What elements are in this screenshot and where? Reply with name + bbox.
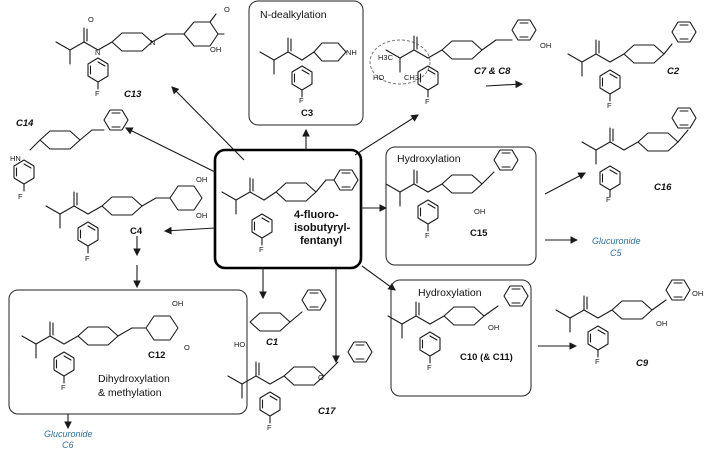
atom-f: F <box>425 97 430 106</box>
reaction-dihydroxylation: Dihydroxylation <box>98 373 170 385</box>
arrow-to-c7c8 <box>354 114 419 156</box>
structure-c16 <box>581 107 697 198</box>
glucuronide-c5-id: C5 <box>610 248 622 258</box>
structure-c10 <box>387 285 529 364</box>
atom-nh: NH <box>346 48 357 57</box>
atom-oh: OH <box>692 289 703 298</box>
atom-ch3: CH3 <box>404 73 419 82</box>
atom-hn: HN <box>10 154 21 163</box>
structure-c1 <box>249 289 327 332</box>
arrow-to-c14 <box>125 127 216 173</box>
arrow-to-c10 <box>361 265 396 291</box>
atom-f: F <box>267 423 272 432</box>
glucuronide-c6-id: C6 <box>62 440 74 450</box>
label-c9: C9 <box>636 358 649 369</box>
atom-oh: OH <box>540 41 551 50</box>
structure-parent <box>221 169 359 246</box>
label-c2: C2 <box>667 66 680 77</box>
structure-c2 <box>567 21 697 102</box>
atom-oh: OH <box>196 211 207 220</box>
reaction-n-dealkylation: N-dealkylation <box>260 9 327 21</box>
atom-o: O <box>224 5 230 14</box>
label-c1: C1 <box>266 337 278 348</box>
atom-f: F <box>299 96 304 105</box>
atom-oh: OH <box>488 323 499 332</box>
structure-c3 <box>259 37 347 98</box>
atom-f: F <box>259 245 264 254</box>
atom-f: F <box>427 363 432 372</box>
box-hydroxylation-c10 <box>390 279 532 397</box>
structure-c7c8 <box>369 19 537 98</box>
label-c16: C16 <box>654 182 672 193</box>
parent-name-line1: 4-fluoro- <box>294 209 339 221</box>
atom-f: F <box>61 383 66 392</box>
label-c15: C15 <box>470 228 488 239</box>
arrow-to-c2 <box>485 80 524 89</box>
label-c13: C13 <box>124 89 142 100</box>
atom-ho: HO <box>234 340 245 349</box>
structure-c12 <box>21 315 179 384</box>
atom-f: F <box>607 101 612 110</box>
parent-name: 4-fluoro- isobutyryl- fentanyl <box>294 209 351 247</box>
atom-f: F <box>425 231 430 240</box>
structure-c14 <box>13 109 129 192</box>
arrow-to-c16 <box>544 172 586 195</box>
atom-f: F <box>606 195 611 204</box>
glucuronide-c5: Glucuronide <box>592 236 641 246</box>
structure-c17 <box>227 341 373 424</box>
atom-f: F <box>85 254 90 263</box>
label-c12: C12 <box>148 350 165 361</box>
parent-name-line2: isobutyryl- <box>294 222 351 234</box>
label-c7c8: C7 & C8 <box>474 66 511 77</box>
atom-oh: OH <box>196 175 207 184</box>
atom-f: F <box>595 357 600 366</box>
reaction-hydroxylation-c10: Hydroxylation <box>418 287 482 299</box>
atom-f: F <box>18 192 23 201</box>
label-c3: C3 <box>301 108 313 119</box>
atom-ho: HO <box>373 73 384 82</box>
structure-c15 <box>385 149 519 232</box>
structure-c13 <box>55 13 225 90</box>
box-n-dealkylation <box>248 0 364 126</box>
atom-oh: OH <box>172 299 183 308</box>
structure-c9 <box>555 279 691 358</box>
arrow-to-c4 <box>163 226 216 235</box>
atom-f: F <box>95 89 100 98</box>
box-c12 <box>8 289 248 415</box>
glucuronide-c6: Glucuronide <box>44 429 93 439</box>
atom-o: O <box>184 343 190 352</box>
atom-oh: OH <box>210 45 221 54</box>
reaction-hydroxylation-c15: Hydroxylation <box>397 153 461 165</box>
label-c4: C4 <box>130 226 143 237</box>
atom-oh: OH <box>656 319 667 328</box>
atom-h3c: H3C <box>378 53 394 62</box>
parent-name-line3: fentanyl <box>300 235 342 247</box>
label-c14: C14 <box>16 118 34 129</box>
arrow-to-c13 <box>171 86 245 161</box>
arrows <box>64 80 586 430</box>
atom-n: N <box>150 38 155 47</box>
box-parent <box>213 148 363 270</box>
atom-labels: O N N OH O F NH F H3C HO CH3 F OH F HN F… <box>10 5 703 432</box>
atom-o: O <box>88 15 94 24</box>
atom-o: O <box>318 373 324 382</box>
reaction-methylation: & methylation <box>98 387 162 399</box>
atom-n: N <box>95 48 100 57</box>
atom-oh: OH <box>474 207 485 216</box>
structure-c4 <box>45 185 203 254</box>
label-c10: C10 (& C11) <box>460 352 513 363</box>
label-c17: C17 <box>318 406 336 417</box>
